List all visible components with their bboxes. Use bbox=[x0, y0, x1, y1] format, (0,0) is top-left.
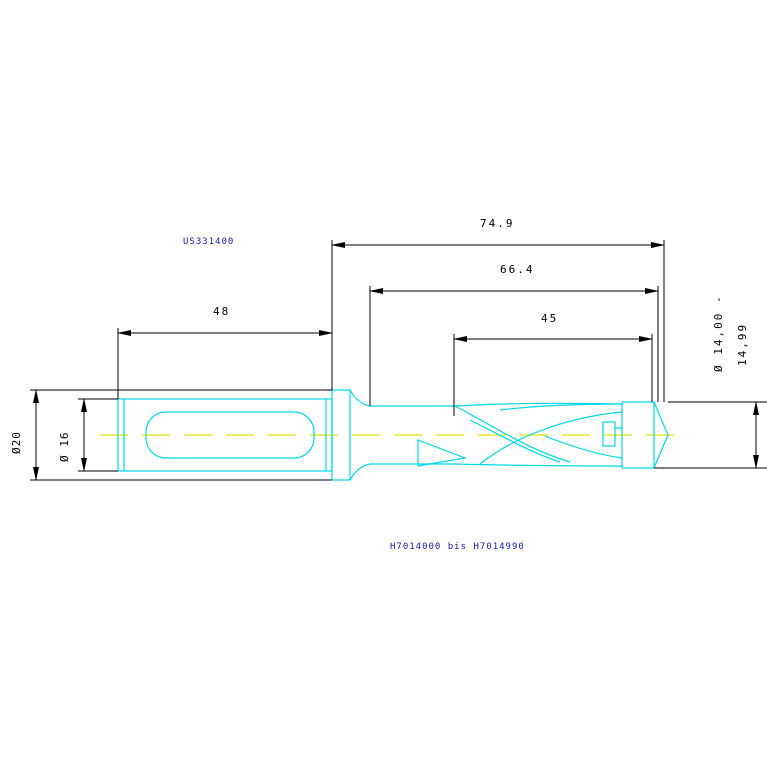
part-number-top: US331400 bbox=[183, 237, 234, 247]
dimension-lines bbox=[30, 240, 767, 481]
dimension-texts: 74.9 66.4 45 48 Ø20 Ø 16 Ø 14,00 - 14,99 bbox=[10, 217, 749, 462]
dim-cutting-length: 45 bbox=[541, 312, 558, 325]
drill-body bbox=[117, 389, 669, 481]
tip-outline bbox=[621, 401, 669, 469]
clamping-flat bbox=[145, 411, 315, 459]
dim-flute-length: 66.4 bbox=[500, 263, 535, 276]
dim-diameter-tip-line1: Ø 14,00 - bbox=[712, 294, 725, 372]
dim-overall-length: 74.9 bbox=[480, 217, 515, 230]
dim-diameter-shank: Ø 16 bbox=[58, 432, 71, 463]
dim-diameter-collar: Ø20 bbox=[10, 431, 23, 454]
part-number-bottom: H7014000 bis H7014990 bbox=[390, 542, 525, 552]
dim-diameter-tip-line2: 14,99 bbox=[736, 323, 749, 366]
flute-outline bbox=[370, 402, 623, 467]
dim-shank-length: 48 bbox=[213, 305, 230, 318]
collar-outline bbox=[331, 389, 371, 481]
